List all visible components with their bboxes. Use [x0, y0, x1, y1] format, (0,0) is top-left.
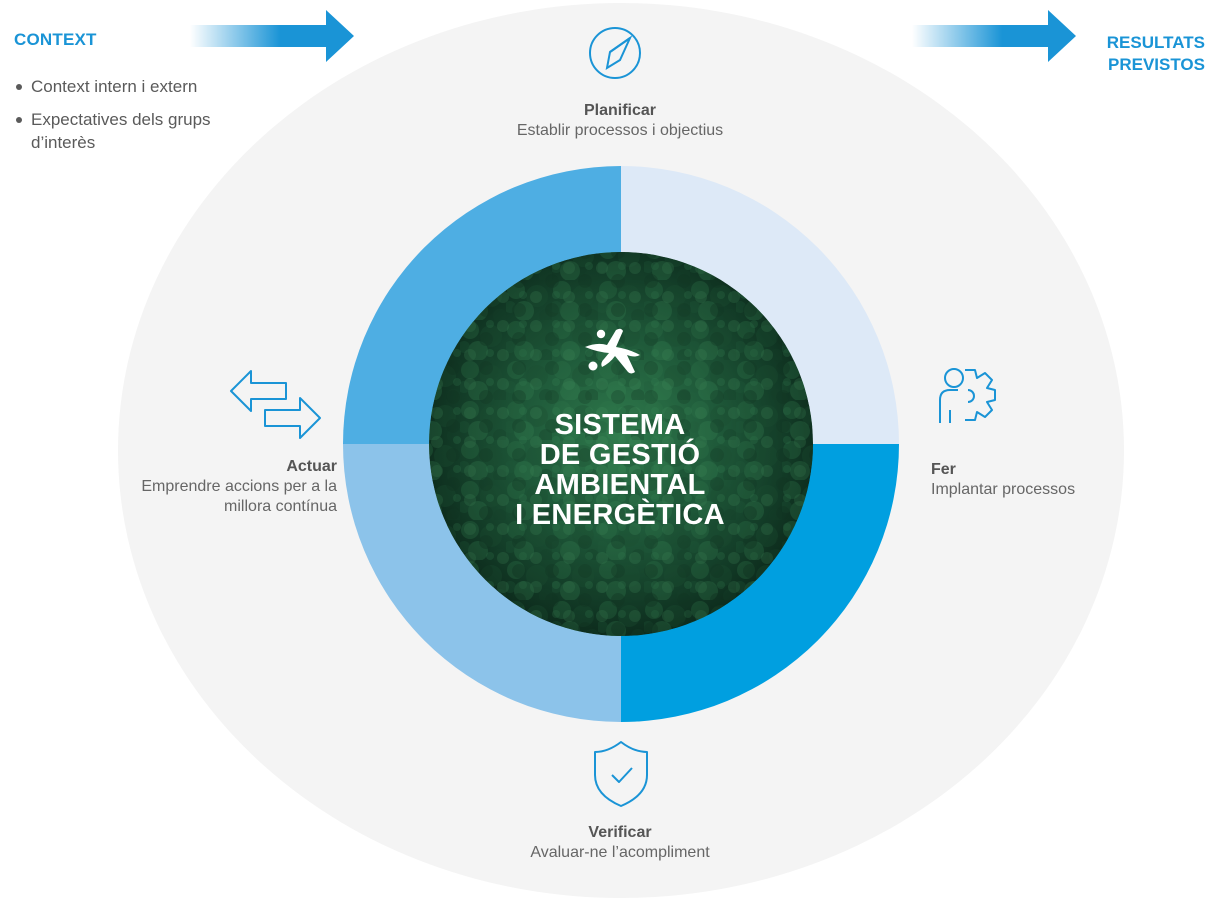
forest-image [429, 252, 813, 636]
caixabank-star-logo [585, 328, 640, 374]
phase-planificar: Planificar Establir processos i objectiu… [470, 101, 770, 141]
phase-actuar-name: Actuar [286, 458, 337, 475]
phase-verificar-description: Avaluar-ne l’acompliment [530, 844, 710, 861]
bidirectional-arrows-icon [230, 370, 321, 439]
context-item: Context intern i extern [14, 75, 266, 98]
phase-actuar-description: Emprendre accions per a la millora contí… [141, 478, 337, 515]
context-block: CONTEXT Context intern i extern Expectat… [14, 30, 284, 164]
context-list: Context intern i extern Expectatives del… [14, 75, 284, 154]
phase-verificar: Verificar Avaluar-ne l’acompliment [470, 823, 770, 863]
results-arrow [912, 10, 1076, 62]
center-title: SISTEMA DE GESTIÓ AMBIENTAL I ENERGÈTICA [515, 409, 725, 531]
shield-check-icon [594, 741, 648, 807]
phase-planificar-description: Establir processos i objectius [516, 122, 724, 139]
phase-fer-name: Fer [931, 461, 956, 478]
phase-verificar-name: Verificar [588, 824, 652, 841]
phase-actuar: Actuar Emprendre accions per a la millor… [132, 457, 337, 517]
results-title: RESULTATS PREVISTOS [1106, 33, 1205, 74]
context-arrow [190, 10, 354, 62]
context-item: Expectatives dels grups d’interès [14, 108, 266, 154]
phase-fer: Fer Implantar processos [931, 460, 1131, 500]
phase-planificar-name: Planificar [583, 102, 657, 119]
person-gear-icon [939, 368, 996, 423]
phase-fer-description: Implantar processos [931, 481, 1076, 498]
compass-icon [589, 27, 641, 79]
context-title: CONTEXT [14, 30, 97, 49]
